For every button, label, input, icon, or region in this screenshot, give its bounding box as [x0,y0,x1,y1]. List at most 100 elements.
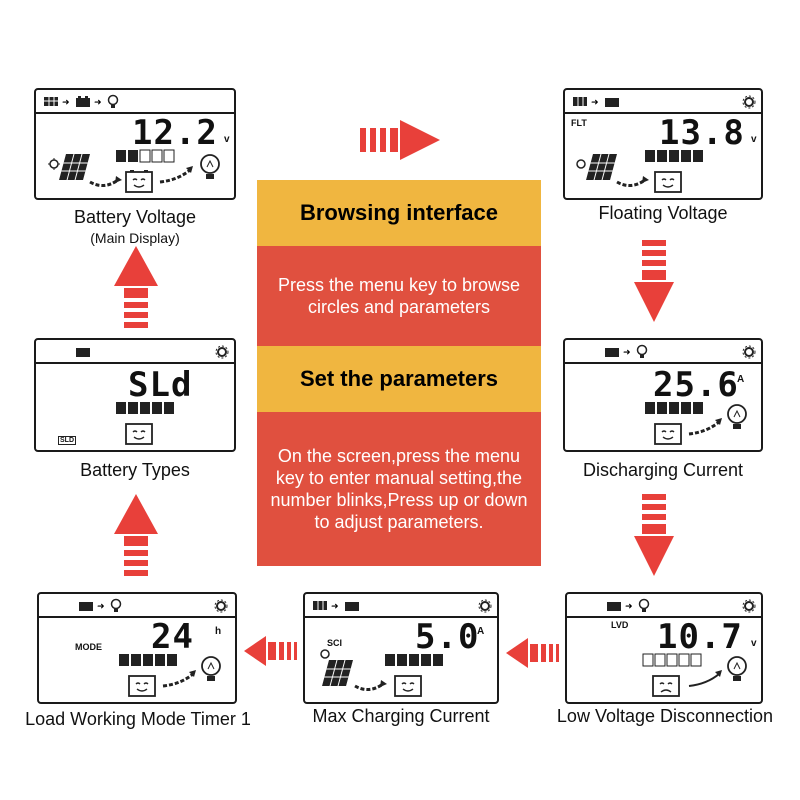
lcd-mode-tag: MODE [75,642,102,652]
set-title: Set the parameters [257,346,541,412]
flow-arrow-icon [688,420,720,436]
solar-panel-icon [573,97,587,106]
battery-smile-icon [654,423,682,445]
gear-icon [742,599,756,613]
solar-panel-icon [586,154,617,180]
arrow-left-icon [244,636,297,666]
battery-icon [76,96,90,107]
lcd-status-bar [565,90,761,114]
lcd-battery-voltage: ➜ ➜ 12.2 v [34,88,236,200]
lcd-reading: 10.7 [657,617,743,657]
battery-level-bars [385,654,443,666]
lcd-mode-tag: SCI [327,638,343,648]
gear-icon [214,599,228,613]
lcd-unit: v [224,134,230,145]
gear-icon [742,95,756,109]
battery-icon [607,602,621,611]
battery-level-bars [116,149,175,163]
lcd-status-bar [39,594,235,618]
bulb-icon [638,598,650,612]
sun-icon [576,159,586,169]
instruction-panel: Browsing interface Press the menu key to… [257,180,541,566]
caption-low-voltage: Low Voltage Disconnection [556,706,774,726]
battery-icon [605,348,619,357]
lcd-mode-tag: SLD [58,436,76,445]
lcd-battery-types: SLD SLd [34,338,236,452]
solar-panel-icon [59,154,90,180]
bulb-icon [727,656,747,681]
battery-level-bars [642,653,702,667]
browse-title: Browsing interface [257,180,541,246]
battery-icon [76,348,90,357]
solar-panel-icon [44,97,58,106]
lcd-reading: 5.0 [415,617,480,657]
svg-text:➜: ➜ [625,602,633,612]
battery-smile-icon [654,171,682,193]
lcd-mode-tag: FLT [571,118,587,128]
lcd-reading: 13.8 [659,113,745,153]
svg-text:➜: ➜ [62,98,70,108]
sun-icon [48,158,60,170]
bulb-icon [107,94,119,108]
battery-level-bars [116,402,174,414]
solar-panel-icon [322,660,353,686]
lcd-icons: ➜ [313,599,492,697]
lcd-icons: ➜ [79,598,228,697]
lcd-low-voltage: ➜ LVD 10.7 v [565,592,763,704]
caption-discharging-current: Discharging Current [582,460,744,480]
lcd-icons: ➜ [605,344,756,445]
lcd-status-bar [36,340,234,364]
battery-level-bars [645,402,703,414]
flow-arrow-icon [688,673,720,687]
bulb-icon [636,344,648,358]
bulb-icon [110,598,122,612]
lcd-mode-tag: LVD [611,620,629,630]
lcd-icons [76,345,229,445]
svg-text:➜: ➜ [94,98,102,108]
battery-sad-icon [652,675,680,697]
lcd-unit: A [737,374,745,385]
arrow-right-icon [360,120,440,160]
bulb-icon [200,154,220,179]
lcd-max-charging: ➜ SCI 5.0 A [303,592,499,704]
gear-icon [478,599,492,613]
lcd-reading: 25.6 [653,365,739,405]
flow-arrow-icon [616,178,646,187]
battery-smile-icon [128,675,156,697]
arrow-down-icon [634,494,674,576]
flow-arrow-icon [162,672,194,688]
gear-icon [215,345,229,359]
battery-smile-icon [394,675,422,697]
lcd-status-bar [36,90,234,114]
svg-text:➜: ➜ [97,602,105,612]
bulb-icon [727,404,747,429]
solar-panel-icon [313,601,327,610]
lcd-discharging-current: ➜ 25.6 A [563,338,763,452]
browse-text: Press the menu key to browse circles and… [257,246,541,346]
svg-text:➜: ➜ [623,348,631,358]
lcd-floating-voltage: ➜ FLT 13.8 v [563,88,763,200]
battery-icon [345,602,359,611]
svg-text:➜: ➜ [331,602,339,612]
lcd-unit: A [477,626,485,637]
arrow-left-icon [506,638,559,668]
lcd-status-bar [305,594,497,618]
battery-level-bars [119,654,177,666]
arrow-up-icon [114,246,158,328]
battery-icon [79,602,93,611]
svg-text:➜: ➜ [591,98,599,108]
sun-icon [320,649,330,659]
lcd-icons: ➜ ➜ [44,94,220,193]
flow-arrow-icon [159,168,191,184]
caption-floating-voltage: Floating Voltage [598,203,728,223]
bulb-icon [201,656,221,681]
lcd-icons: ➜ [607,598,756,697]
lcd-reading: 24 [151,617,194,657]
lcd-reading: SLd [128,365,193,405]
caption-load-timer: Load Working Mode Timer 1 [25,709,251,729]
lcd-status-bar [565,340,761,364]
subcaption-main-display: (Main Display) [90,230,180,246]
caption-battery-types: Battery Types [80,460,190,480]
battery-smile-icon [125,170,153,193]
lcd-unit: v [751,134,757,145]
